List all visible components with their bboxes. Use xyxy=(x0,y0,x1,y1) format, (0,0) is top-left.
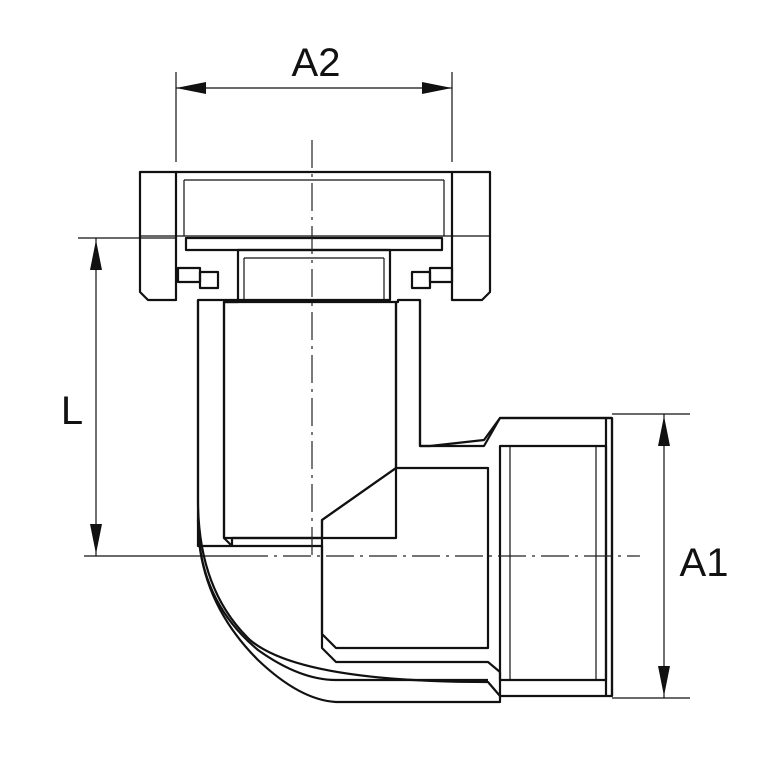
dimension-a2: A2 xyxy=(175,41,453,162)
body-section xyxy=(196,298,614,704)
threaded-collar xyxy=(236,248,392,302)
threaded-socket xyxy=(498,444,608,682)
vertical-bore xyxy=(222,300,398,540)
washer-left xyxy=(198,270,220,290)
retaining-ring-right xyxy=(428,266,454,284)
retaining-ring-left xyxy=(176,266,202,284)
dimension-label-l: L xyxy=(61,389,83,433)
dimension-l: L xyxy=(61,237,240,557)
union-nut xyxy=(138,170,492,302)
washer-right xyxy=(410,270,432,290)
horizontal-bore xyxy=(320,466,490,650)
flat-gasket xyxy=(184,236,444,252)
dimension-a1: A1 xyxy=(612,413,729,699)
dimension-label-a2: A2 xyxy=(292,41,341,85)
dimension-label-a1: A1 xyxy=(680,541,729,585)
nut-left-section xyxy=(138,170,178,302)
elbow-body xyxy=(196,298,614,704)
